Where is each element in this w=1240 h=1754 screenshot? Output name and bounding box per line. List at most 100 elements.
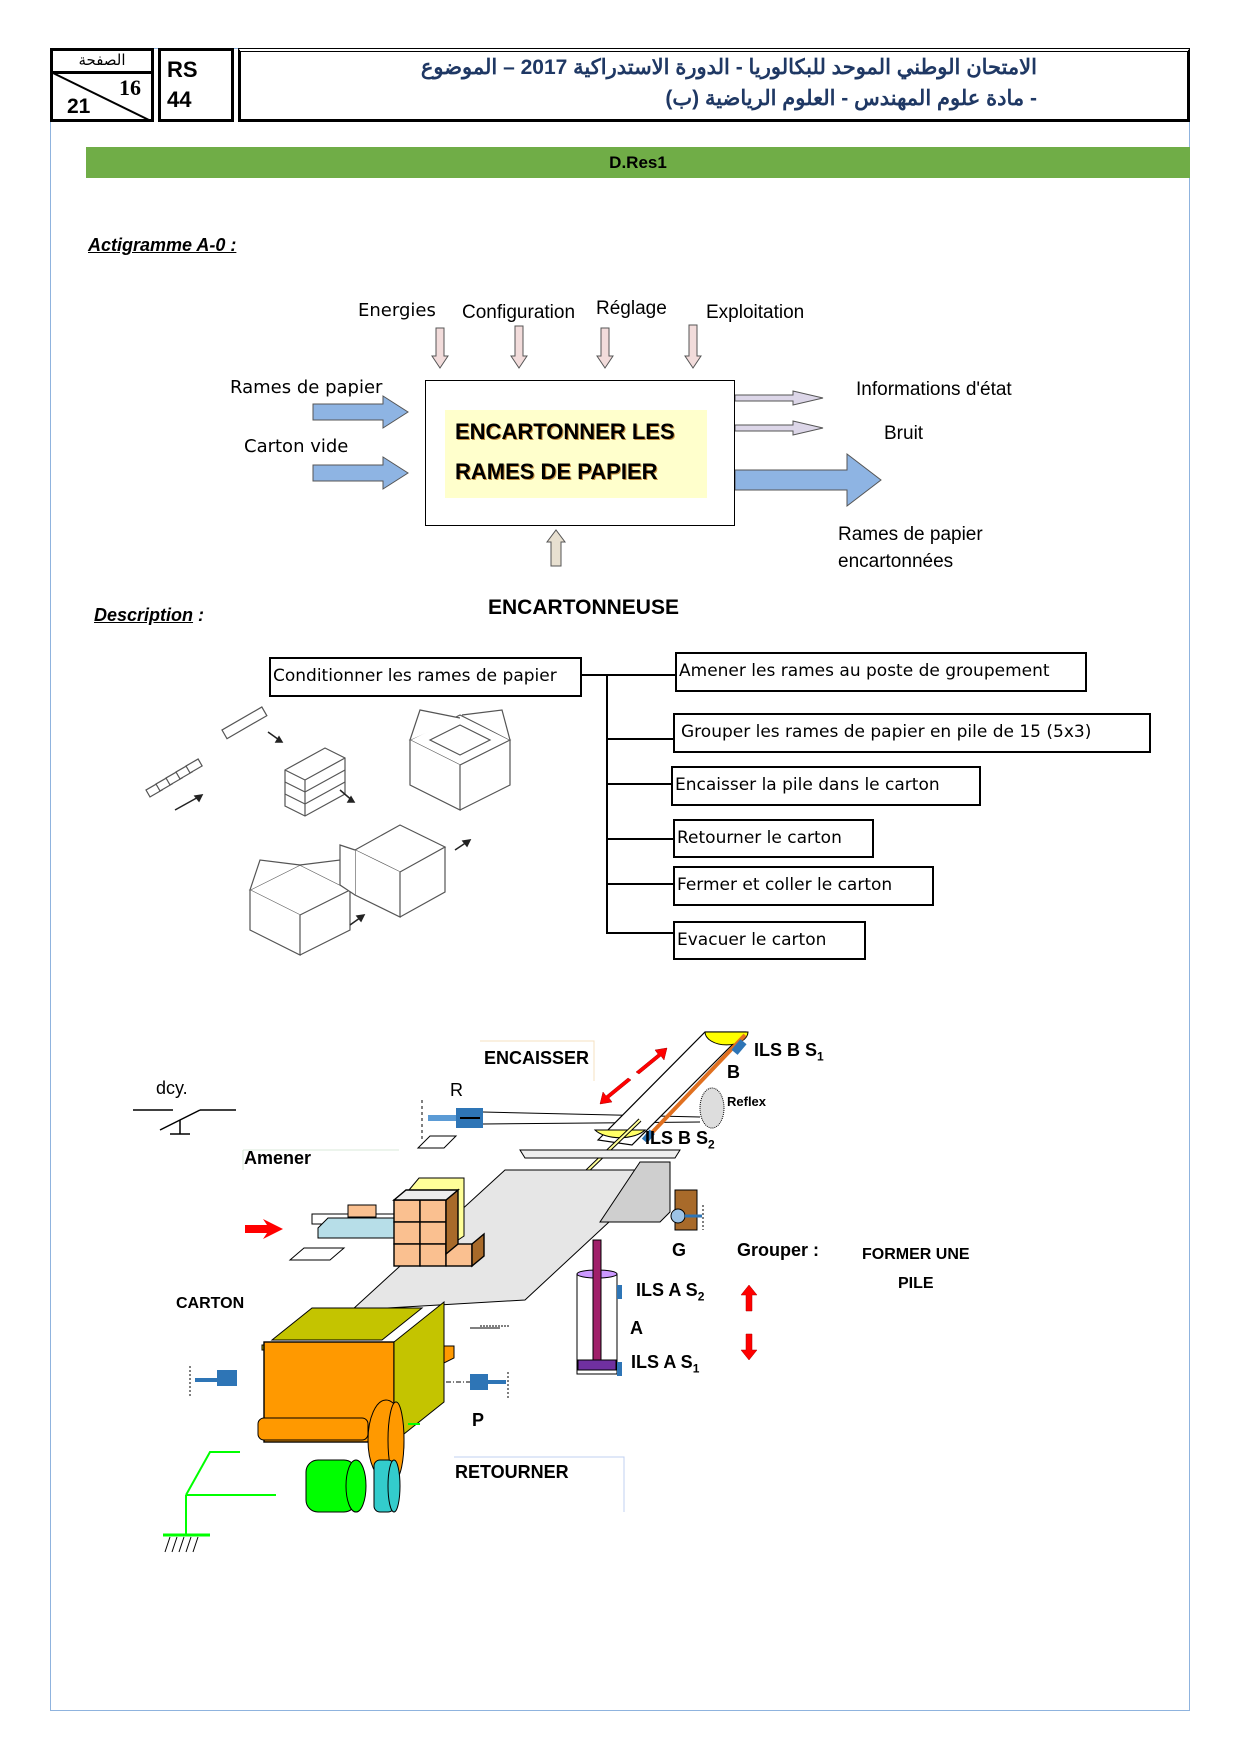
actigramme-title: Actigramme A-0 : xyxy=(88,235,236,256)
grouper-arrows xyxy=(740,1284,758,1361)
former-pile-line-1: FORMER UNE xyxy=(862,1246,970,1263)
code-line-1: RS xyxy=(167,57,198,82)
former-pile-label: FORMER UNE PILE xyxy=(862,1240,970,1298)
actigramme-title-text: Actigramme A-0 : xyxy=(88,235,237,255)
control-reglage: Réglage xyxy=(596,298,667,319)
former-pile-line-2: PILE xyxy=(898,1275,934,1292)
grouper-label: Grouper : xyxy=(737,1240,820,1260)
tree-child-1: Amener les rames au poste de groupement xyxy=(675,652,1087,692)
amener-frame xyxy=(242,1149,399,1170)
encaisser-arrows xyxy=(599,1047,668,1105)
ils-b-s2-text: ILS B S xyxy=(645,1128,709,1148)
a-label: A xyxy=(630,1318,643,1338)
control-arrow-reglage xyxy=(596,327,614,369)
section-bar: D.Res1 xyxy=(86,147,1190,178)
control-arrow-configuration xyxy=(510,325,528,369)
cylinder-a xyxy=(576,1239,622,1376)
input-arrow-rames xyxy=(312,395,409,429)
output-label-bruit: Bruit xyxy=(884,423,924,444)
tree-child-2: Grouper les rames de papier en pile de 1… xyxy=(673,713,1151,753)
dcy-label: dcy. xyxy=(156,1078,188,1098)
tree-branch-2 xyxy=(606,738,673,740)
output-label-informations: Informations d'état xyxy=(856,379,1012,400)
process-illustration xyxy=(145,706,512,956)
main-output-arrow xyxy=(734,452,882,508)
page-diagonal xyxy=(52,72,152,122)
input-arrow-carton xyxy=(312,456,409,490)
tree-branch-6 xyxy=(606,932,673,934)
function-label: ENCARTONNER LES RAMES DE PAPIER xyxy=(455,412,675,492)
exam-title-line-2: - مادة علوم المهندس - العلوم الرياضية (ب… xyxy=(665,87,1037,110)
carton-label: CARTON xyxy=(176,1295,245,1312)
input-label-carton: Carton vide xyxy=(244,436,349,457)
exam-title-line-1: الامتحان الوطني الموحد للبكالوريا - الدو… xyxy=(420,56,1037,79)
motor-drive xyxy=(163,1423,420,1553)
tree-root-box: Conditionner les rames de papier xyxy=(269,657,582,697)
tree-trunk xyxy=(606,674,608,932)
tree-branch-3 xyxy=(606,783,671,785)
function-line-2: RAMES DE PAPIER xyxy=(455,459,658,484)
page-current: 16 xyxy=(119,75,141,100)
ream-row xyxy=(221,706,268,740)
support-arrow xyxy=(546,529,566,567)
control-energies: Energies xyxy=(358,300,436,321)
ils-a-s2-label: ILS A S2 xyxy=(636,1280,704,1304)
page-total: 21 xyxy=(67,95,91,118)
main-output-line-2: encartonnées xyxy=(838,551,954,572)
tree-child-3: Encaisser la pile dans le carton xyxy=(671,766,981,806)
tree-child-5: Fermer et coller le carton xyxy=(673,866,934,906)
tree-branch-5 xyxy=(606,883,673,885)
single-reams xyxy=(145,758,203,798)
control-arrow-energies xyxy=(431,327,449,369)
p-label: P xyxy=(472,1410,485,1430)
code-line-2: 44 xyxy=(167,87,192,112)
function-line-1: ENCARTONNER LES xyxy=(455,419,675,444)
retourner-label: RETOURNER xyxy=(455,1462,569,1482)
ils-b-s2-label: ILS B S2 xyxy=(645,1128,715,1152)
output-arrow-bruit xyxy=(734,420,824,436)
tree-connector xyxy=(582,674,676,676)
actigramme-arrows xyxy=(312,324,882,567)
actuator-left xyxy=(189,1366,237,1396)
actuator-p xyxy=(446,1372,509,1398)
control-configuration: Configuration xyxy=(462,302,576,323)
ils-b-s1-sub: 1 xyxy=(817,1049,824,1064)
ils-a-s1-sub: 1 xyxy=(692,1361,700,1376)
output-arrow-informations xyxy=(734,390,824,406)
description-title-text: Description xyxy=(94,605,194,625)
description-title-colon: : xyxy=(193,605,205,625)
control-exploitation: Exploitation xyxy=(706,302,805,323)
dcy-switch-icon xyxy=(133,1109,236,1135)
page-number-box: الصفحة 16 21 xyxy=(50,48,154,122)
ils-a-s2-text: ILS A S xyxy=(636,1280,698,1300)
tree-branch-4 xyxy=(606,838,673,840)
g-label: G xyxy=(672,1240,687,1260)
ils-b-s1-text: ILS B S xyxy=(754,1040,818,1060)
control-arrow-exploitation xyxy=(684,324,702,369)
reflex-sensor xyxy=(699,1087,725,1129)
main-output-label: Rames de papier encartonnées xyxy=(838,521,983,575)
encaisser-label: ENCAISSER xyxy=(484,1048,590,1068)
main-output-line-1: Rames de papier xyxy=(838,524,983,545)
retourner-frame xyxy=(454,1456,625,1512)
ils-a-s1-label: ILS A S1 xyxy=(631,1352,699,1376)
encaisser-frame xyxy=(480,1040,595,1081)
page-label: الصفحة xyxy=(53,51,151,74)
subject-code: RS 44 xyxy=(158,48,234,122)
ils-b-s1-label: ILS B S1 xyxy=(754,1040,824,1064)
support-label: ENCARTONNEUSE xyxy=(488,596,679,619)
b-label: B xyxy=(727,1062,740,1082)
empty-box xyxy=(248,859,352,956)
exam-title: الامتحان الوطني الموحد للبكالوريا - الدو… xyxy=(238,48,1190,122)
tree-child-4: Retourner le carton xyxy=(673,819,874,858)
ils-a-s1-text: ILS A S xyxy=(631,1352,693,1372)
amener-label: Amener xyxy=(244,1148,312,1168)
description-title: Description : xyxy=(94,605,204,626)
actuator-r xyxy=(416,1100,701,1149)
carton-box xyxy=(257,1300,455,1481)
tree-child-6: Evacuer le carton xyxy=(673,921,866,960)
ream-pile xyxy=(392,1188,485,1268)
function-highlight xyxy=(445,410,707,498)
grouping-platform xyxy=(350,1149,704,1327)
